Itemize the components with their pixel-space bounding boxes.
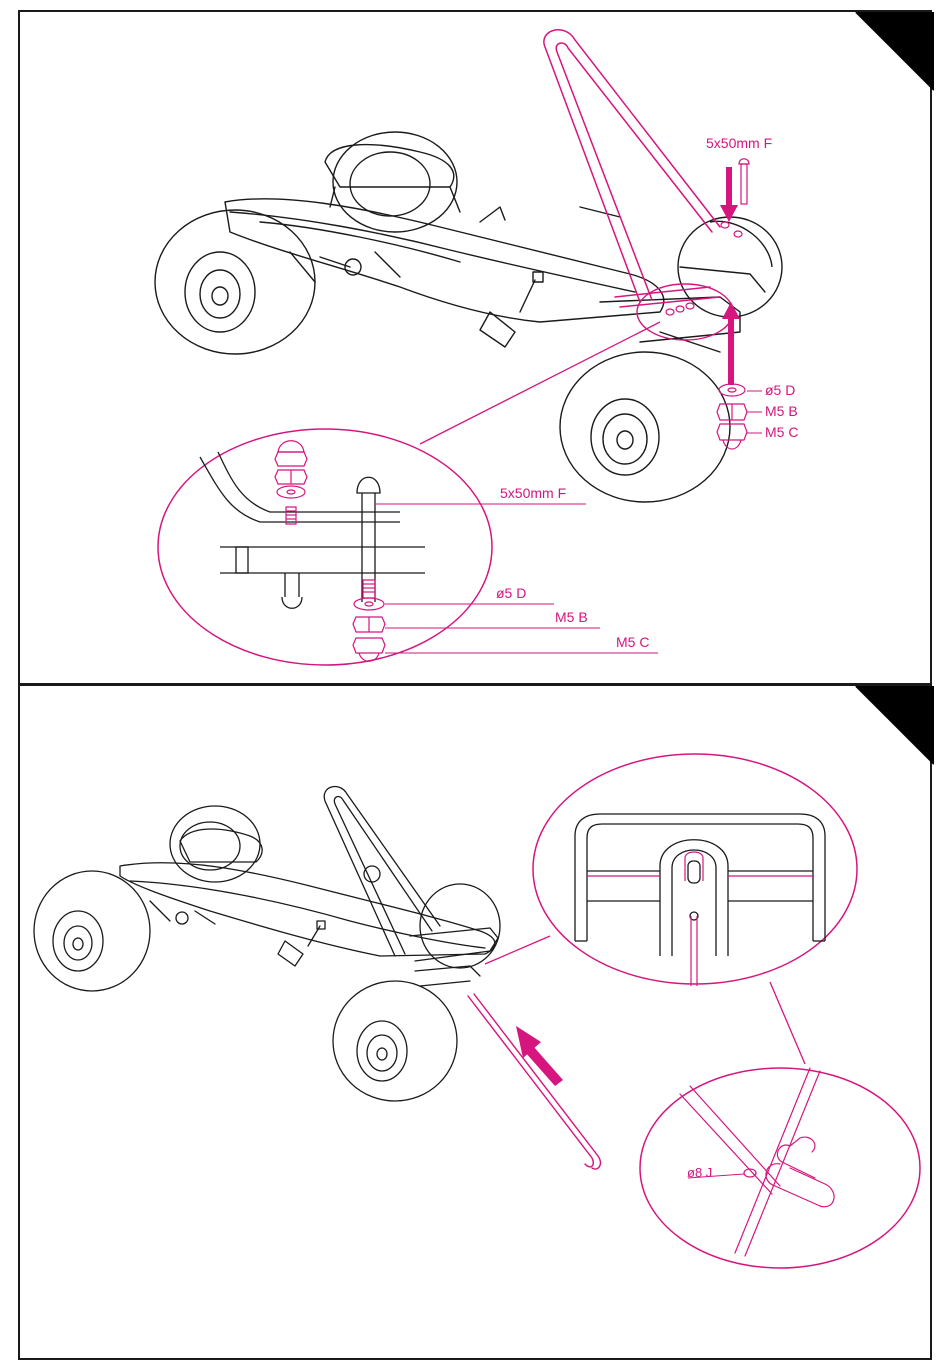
rear-left-wheel-2 <box>170 806 260 882</box>
pin-label: ø8 J <box>687 1165 712 1180</box>
detail-capnut-label: M5 C <box>616 634 649 650</box>
nut-label: M5 B <box>765 403 798 419</box>
front-left-wheel <box>155 210 315 354</box>
step-corner-badge-2 <box>856 686 934 764</box>
front-left-wheel-2 <box>34 871 150 991</box>
bolt-icon <box>739 159 749 204</box>
step-1-panel: 5x50mm F ø5 D M5 B M5 C <box>18 10 932 685</box>
gokart-assembled <box>120 787 498 986</box>
pin-detail-view-top <box>533 754 857 986</box>
detail-leader-line <box>420 322 660 444</box>
seat-back-frame <box>544 30 720 307</box>
insert-direction-arrow-icon <box>516 1026 563 1086</box>
step-corner-badge <box>856 12 934 90</box>
step-1-illustration: 5x50mm F ø5 D M5 B M5 C <box>20 12 934 687</box>
detail-washer-label: ø5 D <box>496 585 526 601</box>
bolt-insert-arrow-icon <box>720 167 738 222</box>
cap-nut-icon <box>717 424 747 449</box>
capnut-label: M5 C <box>765 424 798 440</box>
washer-icon <box>719 384 745 396</box>
bolt-detail-view <box>158 429 658 665</box>
washer-label: ø5 D <box>765 382 795 398</box>
nut-insert-arrow-icon <box>722 302 740 385</box>
bolt-label: 5x50mm F <box>706 135 772 151</box>
detail-nut-label: M5 B <box>555 609 588 625</box>
detail-bolt-label: 5x50mm F <box>500 485 566 501</box>
step-2-panel: ø8 J <box>18 684 932 1360</box>
detail-connector-line <box>770 982 805 1064</box>
pin-detail-view-bottom <box>640 1068 920 1268</box>
hex-nut-icon <box>717 404 747 420</box>
front-right-wheel-2 <box>333 981 457 1101</box>
step-2-illustration: ø8 J <box>20 686 934 1362</box>
locking-pin-rod <box>468 994 600 1169</box>
front-right-wheel <box>560 352 730 502</box>
